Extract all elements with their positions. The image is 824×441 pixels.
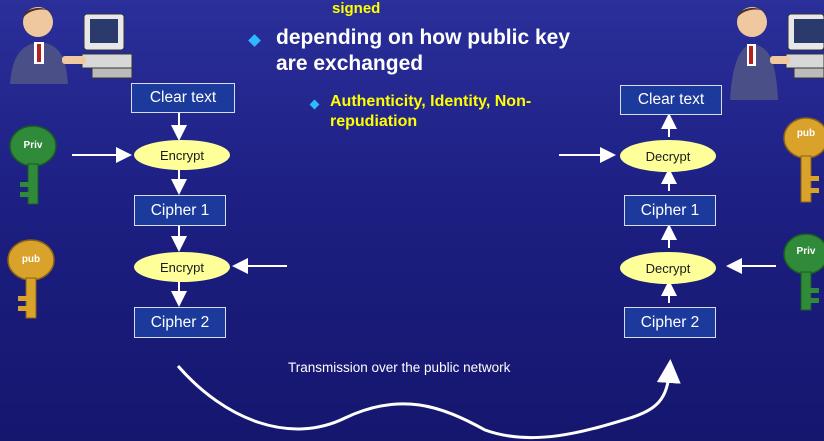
right-cipher-1-box: Cipher 1 <box>624 195 716 226</box>
person-at-computer-icon-right <box>730 7 824 100</box>
private-key-icon-left <box>9 125 57 205</box>
left-encrypt-1: Encrypt <box>134 140 230 170</box>
bullet-main-text: depending on how public key are exchange… <box>276 26 571 75</box>
right-decrypt-1: Decrypt <box>620 140 716 172</box>
public-key-icon-right <box>783 117 824 203</box>
bullet-sub-text: Authenticity, Identity, Non-repudiation <box>330 93 532 130</box>
right-decrypt-2: Decrypt <box>620 252 716 284</box>
left-clear-text-box: Clear text <box>131 83 235 113</box>
key-label-right-top: pub <box>796 128 816 139</box>
left-encrypt-2: Encrypt <box>134 252 230 282</box>
right-clear-text-box: Clear text <box>620 85 722 115</box>
person-at-computer-icon <box>10 7 133 84</box>
key-label-left-bottom: pub <box>21 254 41 265</box>
key-label-left-top: Priv <box>23 140 43 151</box>
public-key-icon-left <box>7 239 55 319</box>
key-label-right-bottom: Priv <box>796 246 816 257</box>
transmission-curve <box>176 359 681 440</box>
private-key-icon-right <box>783 233 824 311</box>
left-cipher-1-box: Cipher 1 <box>134 195 226 226</box>
left-cipher-2-box: Cipher 2 <box>134 307 226 338</box>
fragment-text: signed <box>332 0 381 17</box>
transmission-label: Transmission over the public network <box>288 360 511 375</box>
right-cipher-2-box: Cipher 2 <box>624 307 716 338</box>
